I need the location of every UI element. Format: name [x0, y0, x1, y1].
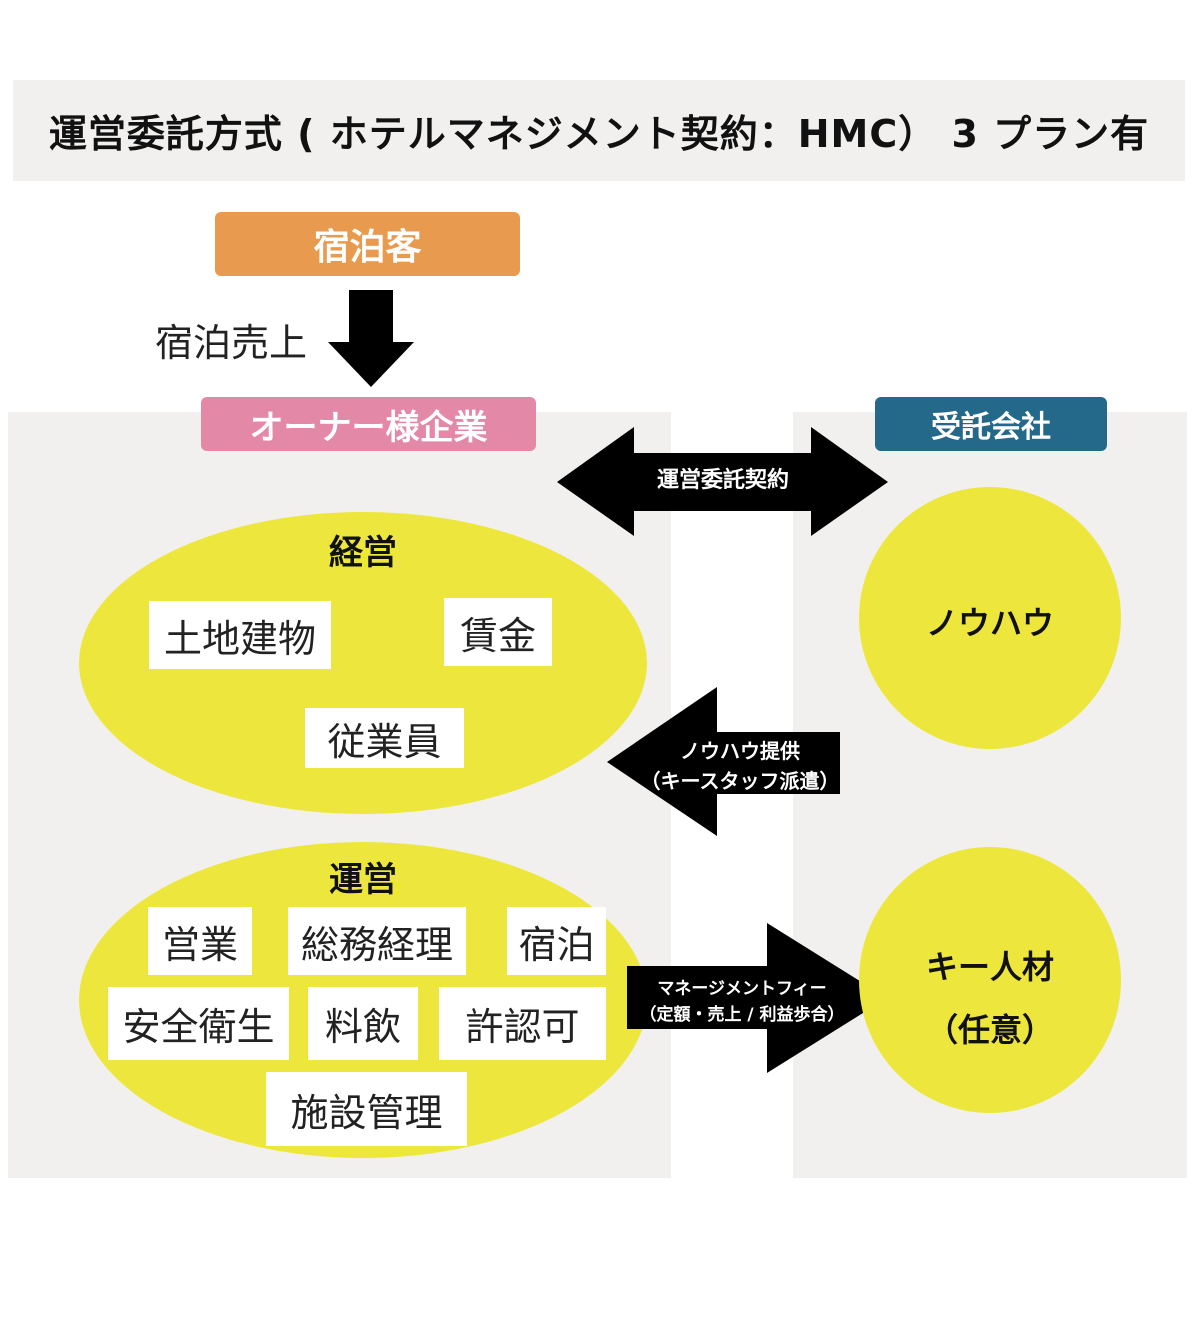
tag-wages: 賃金	[444, 598, 552, 666]
tag-facility-management: 施設管理	[266, 1072, 467, 1146]
guest-box: 宿泊客	[215, 212, 520, 276]
tag-employees: 従業員	[305, 708, 464, 768]
fee-right-arrow	[627, 923, 887, 1073]
key-staff-label-line1: キー人材	[925, 948, 1054, 986]
owner-label: オーナー様企業	[201, 397, 536, 451]
key-staff-label-line2: （任意）	[925, 1011, 1054, 1049]
tag-lodging: 宿泊	[507, 907, 606, 975]
key-staff-circle	[859, 847, 1121, 1113]
knowhow-left-arrow	[607, 687, 840, 836]
knowhow-arrow-label-line1: ノウハウ提供	[680, 739, 800, 763]
management-heading: 経営	[329, 533, 397, 573]
tag-land-building: 土地建物	[149, 601, 331, 669]
operations-heading: 運営	[329, 860, 397, 900]
tag-food-beverage: 料飲	[308, 987, 418, 1060]
fee-arrow-label-line1: マネージメントフィー	[657, 979, 827, 999]
contract-double-arrow	[557, 427, 888, 536]
sales-down-arrow	[328, 290, 414, 387]
tag-sales: 営業	[148, 907, 252, 975]
knowhow-circle	[859, 487, 1121, 749]
contractor-label: 受託会社	[875, 397, 1107, 451]
tag-licenses: 許認可	[439, 987, 606, 1060]
sales-label: 宿泊売上	[155, 321, 308, 365]
tag-general-affairs: 総務経理	[288, 907, 466, 975]
fee-arrow-label-line2: （定額・売上 / 利益歩合）	[639, 1005, 845, 1025]
knowhow-label: ノウハウ	[925, 604, 1054, 642]
knowhow-arrow-label-line2: （キースタッフ派遣）	[640, 769, 840, 793]
tag-safety-health: 安全衛生	[108, 987, 289, 1060]
title-bar: 運営委託方式 ( ホテルマネジメント契約：HMC） 3 プラン有	[13, 80, 1185, 181]
page-title: 運営委託方式 ( ホテルマネジメント契約：HMC） 3 プラン有	[48, 112, 1150, 156]
contract-arrow-label: 運営委託契約	[656, 468, 789, 493]
